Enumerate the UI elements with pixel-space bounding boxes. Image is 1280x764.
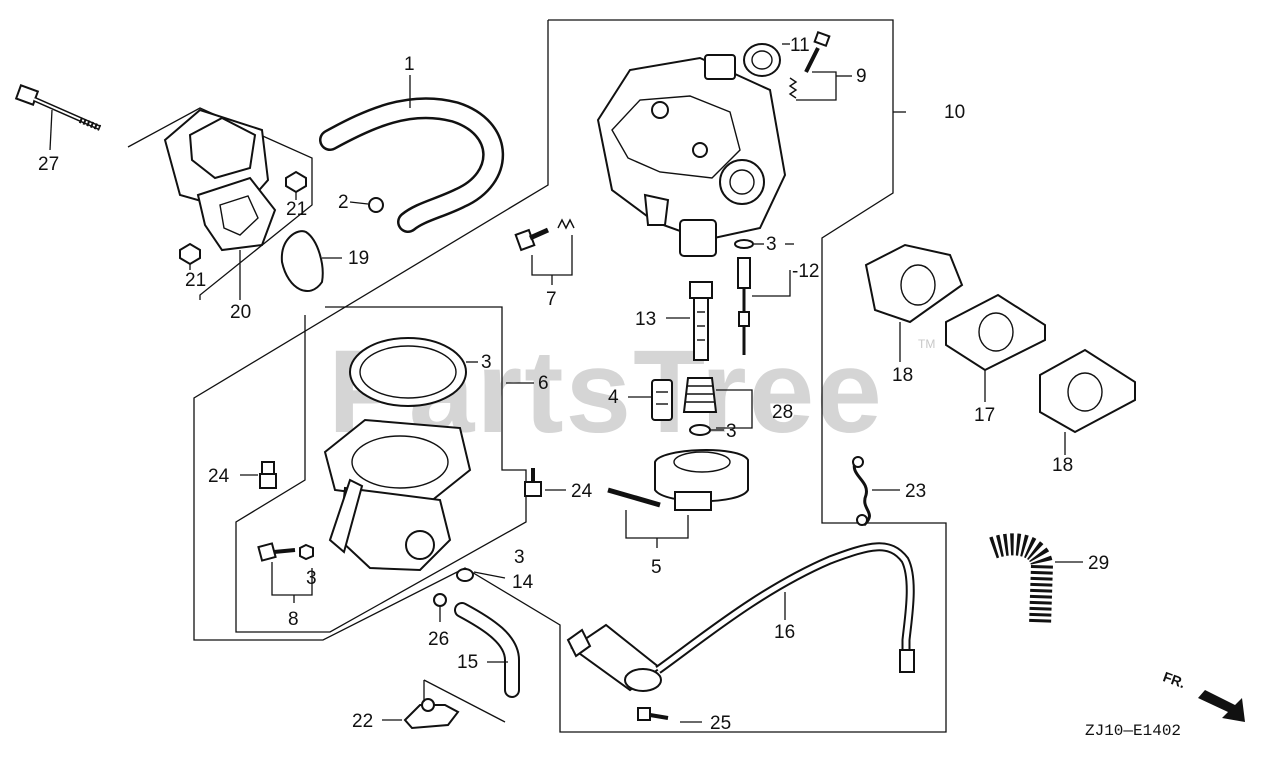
clamp-23 xyxy=(852,456,871,527)
callout-28: 28 xyxy=(772,402,793,423)
callout-29: 29 xyxy=(1088,553,1109,574)
bolt-25 xyxy=(637,707,669,721)
callout-3-gasket: 3 xyxy=(481,352,492,373)
callout-12: -12 xyxy=(792,261,819,282)
callout-25: 25 xyxy=(710,713,731,734)
bolt-24-right xyxy=(524,468,542,497)
callout-4: 4 xyxy=(608,387,619,408)
plug-4 xyxy=(651,379,673,421)
float-5 xyxy=(607,449,749,511)
gasket-19 xyxy=(280,230,324,293)
callout-6: 6 xyxy=(538,373,549,394)
callout-18-lower: 18 xyxy=(1052,455,1073,476)
front-direction-arrow xyxy=(1198,690,1245,722)
callout-3-carb: 3 xyxy=(766,234,777,255)
callout-26: 26 xyxy=(428,629,449,650)
callout-1: 1 xyxy=(404,54,415,75)
insulator-17 xyxy=(945,293,1046,372)
gasket-18-upper xyxy=(864,243,964,324)
nut-21-lower xyxy=(179,242,201,266)
bolt-24-left xyxy=(259,461,277,489)
callout-17: 17 xyxy=(974,405,995,426)
float-chamber-gasket-3 xyxy=(349,337,467,407)
clip-2 xyxy=(368,197,384,213)
bolt-27 xyxy=(14,84,102,131)
callout-24-right: 24 xyxy=(571,481,593,502)
intake-manifold-20 xyxy=(163,108,277,252)
callout-3-jet: 3 xyxy=(726,421,737,442)
callout-23: 23 xyxy=(905,481,926,502)
assembly-frame-float-chamber xyxy=(235,306,527,633)
drain-screw-8 xyxy=(257,542,314,562)
watermark-trademark: TM xyxy=(918,337,935,351)
washer-3-jet xyxy=(689,424,711,436)
callout-14: 14 xyxy=(512,572,534,593)
callout-11: 11 xyxy=(790,35,810,56)
float-chamber-body xyxy=(323,418,472,572)
callout-2: 2 xyxy=(338,192,349,213)
callout-3-washer: 3 xyxy=(514,547,525,568)
callout-10: 10 xyxy=(944,102,965,123)
callout-7: 7 xyxy=(546,289,557,310)
clip-22 xyxy=(403,698,460,730)
callout-18-upper: 18 xyxy=(892,365,913,386)
cap-11 xyxy=(743,43,781,77)
callout-5: 5 xyxy=(651,557,662,578)
callout-21-lower: 21 xyxy=(185,270,206,291)
callout-8: 8 xyxy=(288,609,299,630)
o-ring-3-carb xyxy=(734,239,754,249)
clip-26 xyxy=(433,593,447,607)
solenoid-wire-16 xyxy=(655,542,915,674)
emulsion-tube-13 xyxy=(689,281,713,361)
wire-connector-16 xyxy=(899,649,915,673)
callout-27: 27 xyxy=(38,154,59,175)
callout-13: 13 xyxy=(635,309,656,330)
gasket-18-lower xyxy=(1039,348,1136,434)
needle-12 xyxy=(737,257,751,355)
fuel-cut-solenoid-16 xyxy=(566,623,662,692)
screw-7 xyxy=(514,218,575,252)
callout-15: 15 xyxy=(457,652,478,673)
screw-9 xyxy=(788,30,831,99)
assembly-frame-carburetor xyxy=(193,19,947,733)
washer-14 xyxy=(456,568,474,582)
nut-21-upper xyxy=(285,170,307,194)
front-direction-label: FR. xyxy=(1161,668,1188,691)
callout-20: 20 xyxy=(230,302,251,323)
callout-19: 19 xyxy=(348,248,369,269)
carburetor-body xyxy=(596,54,787,257)
callout-9: 9 xyxy=(856,66,867,87)
callout-16: 16 xyxy=(774,622,795,643)
jet-28 xyxy=(682,377,718,413)
callout-24-left: 24 xyxy=(208,466,230,487)
callout-3-screw: 3 xyxy=(306,568,317,589)
callout-22: 22 xyxy=(352,711,373,732)
assembly-frame-intake xyxy=(127,107,313,300)
diagram-code: ZJ10—E1402 xyxy=(1085,722,1181,740)
callout-21-upper: 21 xyxy=(286,199,307,220)
spring-hose-29 xyxy=(989,533,1054,626)
